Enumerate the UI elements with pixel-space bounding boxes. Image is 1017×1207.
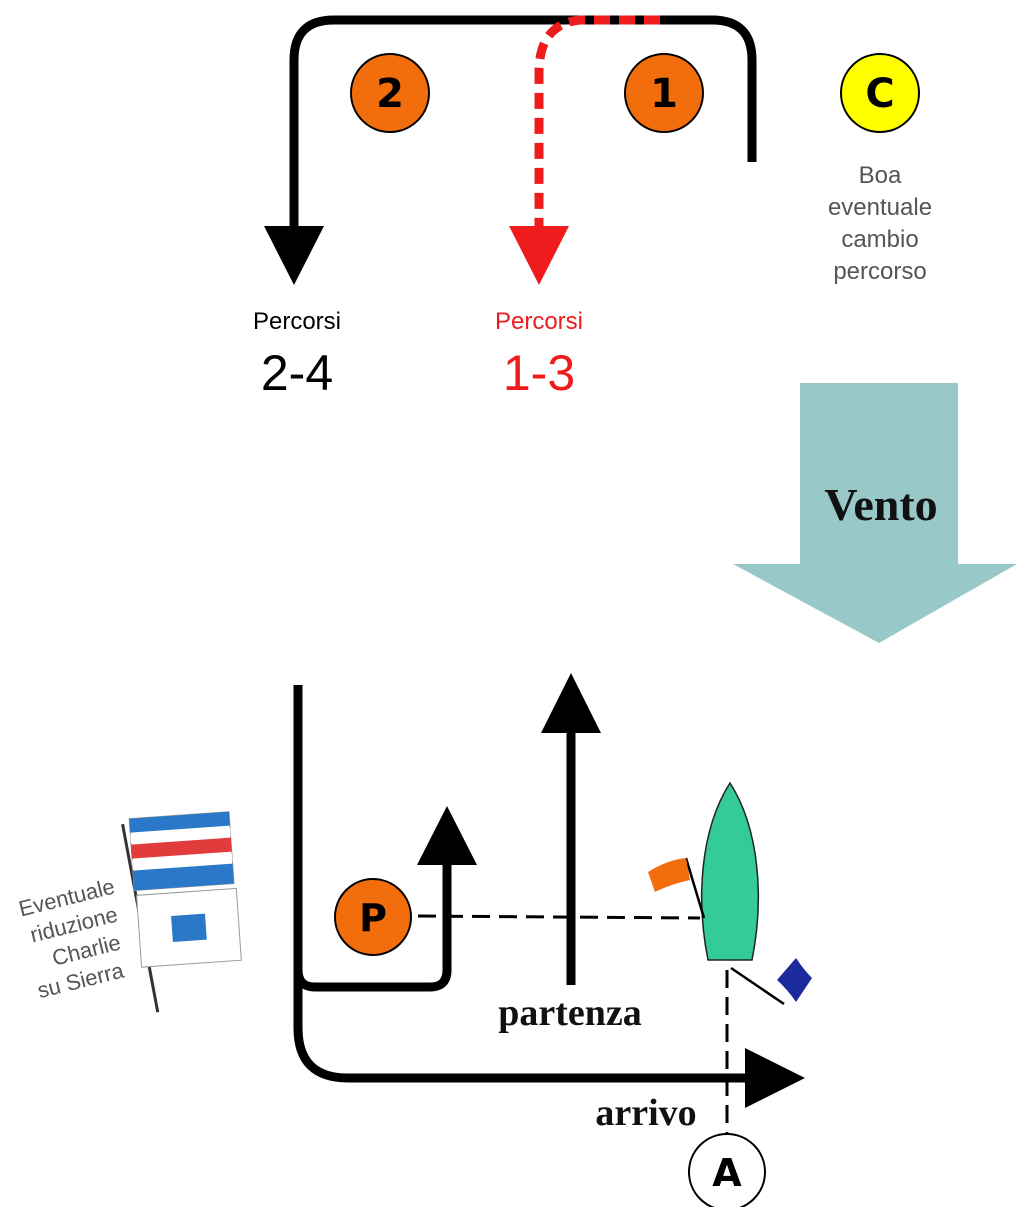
flag-icon xyxy=(730,958,812,1006)
route-black-title: Percorsi xyxy=(253,308,341,335)
caption-line: percorso xyxy=(833,258,926,285)
route-red-line xyxy=(534,15,660,228)
start-arrowhead xyxy=(541,673,601,733)
route-black-label: Percorsi 2-4 xyxy=(253,308,341,401)
mark-1-label: 1 xyxy=(650,71,678,117)
start-line xyxy=(417,914,701,920)
route-red-arrowhead xyxy=(509,226,569,285)
mark-c-label: C xyxy=(865,71,894,117)
wind-label: Vento xyxy=(824,479,937,530)
route-red-title: Percorsi xyxy=(495,308,583,335)
charlie-over-sierra-flags-icon xyxy=(121,811,242,1013)
mark-c-caption: Boa eventuale cambio percorso xyxy=(828,162,932,285)
flag-icon xyxy=(648,857,706,919)
boat-icon xyxy=(700,781,760,961)
caption-line: cambio xyxy=(841,226,918,253)
mark-a: A xyxy=(688,1133,766,1207)
mark-1: 1 xyxy=(624,53,704,133)
start-label: partenza xyxy=(498,992,642,1034)
route-red-label: Percorsi 1-3 xyxy=(495,308,583,401)
mark-c: C xyxy=(840,53,920,133)
mark-p-label: P xyxy=(359,896,387,940)
loop-arrowhead xyxy=(417,806,477,865)
flag-caption: Eventuale riduzione Charlie su Sierra xyxy=(16,874,127,1004)
caption-line: Boa xyxy=(859,162,902,189)
mark-2-label: 2 xyxy=(376,71,404,117)
route-black-line xyxy=(289,15,757,232)
route-black-arrowhead xyxy=(264,226,324,285)
finish-label: arrivo xyxy=(595,1092,696,1134)
wind-arrow: Vento xyxy=(733,383,1017,643)
finish-arrowhead xyxy=(745,1048,805,1108)
finish-arrow-line xyxy=(293,960,750,1083)
route-red-numbers: 1-3 xyxy=(503,345,575,401)
mark-a-label: A xyxy=(712,1151,742,1195)
caption-line: eventuale xyxy=(828,194,932,221)
route-black-numbers: 2-4 xyxy=(261,345,333,401)
mark-2: 2 xyxy=(350,53,430,133)
mark-p: P xyxy=(334,878,412,956)
